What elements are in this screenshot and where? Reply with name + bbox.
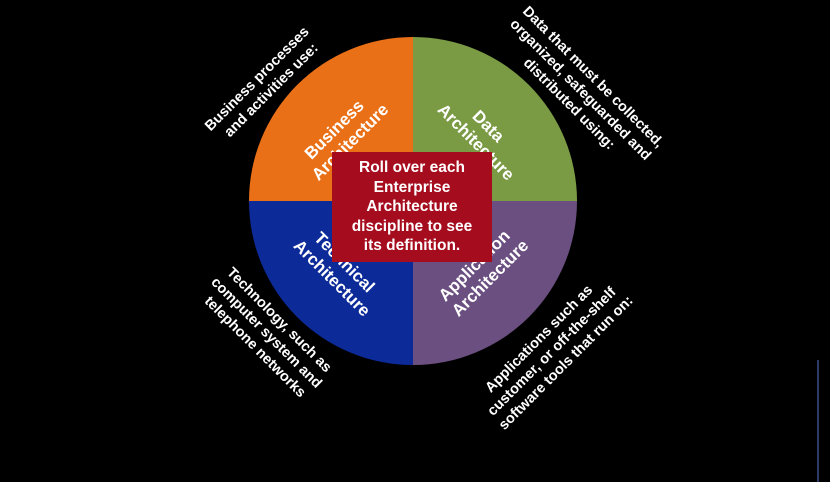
instruction-line: Architecture (366, 198, 458, 216)
instruction-line: discipline to see (351, 217, 473, 235)
instruction-line: its definition. (363, 237, 461, 255)
instruction-line: Enterprise (373, 178, 451, 196)
instruction-line: Roll over each (359, 159, 465, 177)
scrollbar[interactable] (817, 360, 819, 482)
rollover-instruction-box: Roll over each Enterprise Architecture d… (332, 152, 492, 262)
